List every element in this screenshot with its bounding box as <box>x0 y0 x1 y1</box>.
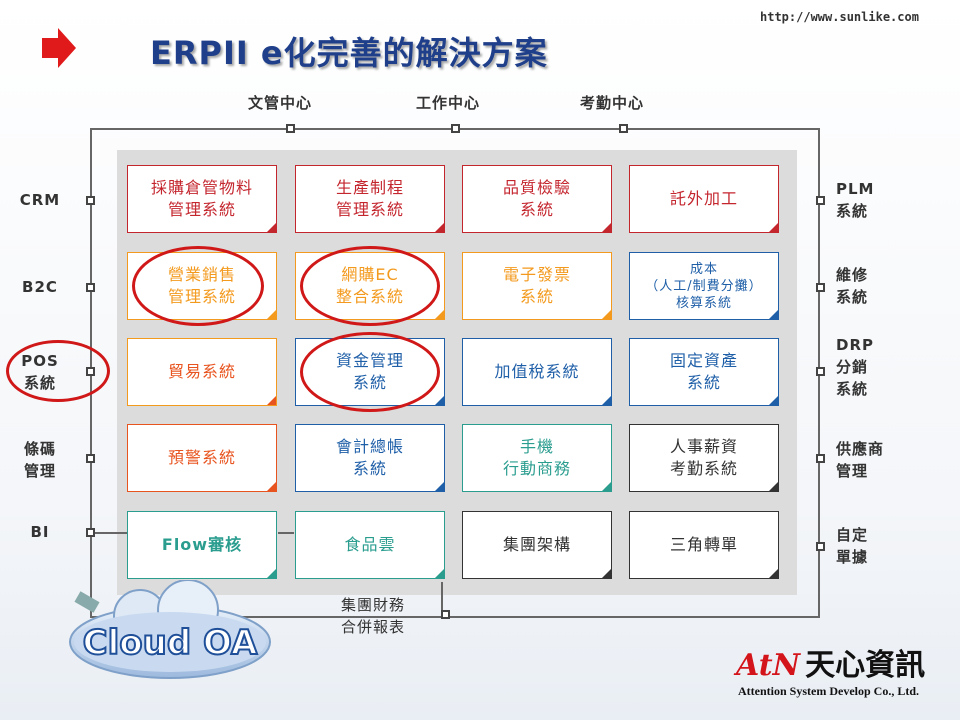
module-box: 電子發票 系統 <box>462 252 612 320</box>
module-label: 採購倉管物料 管理系統 <box>150 178 253 219</box>
connector-node <box>816 542 825 551</box>
connector-node <box>619 124 628 133</box>
module-box: 品質檢驗 系統 <box>462 165 612 233</box>
module-box: 人事薪資 考勤系統 <box>629 424 779 492</box>
module-label: 加值稅系統 <box>494 362 580 381</box>
right-label-supplier: 供應商 管理 <box>836 440 885 480</box>
highlight-ellipse <box>300 246 440 326</box>
connector-line <box>278 532 294 534</box>
company-logo: AtN 天心資訊 <box>736 640 925 684</box>
module-label: 三角轉單 <box>669 535 738 554</box>
module-box: 會計總帳 系統 <box>295 424 445 492</box>
arrow-right-icon <box>42 28 76 68</box>
atn-logo-mark: AtN <box>736 648 801 683</box>
connector-node <box>441 610 450 619</box>
module-box: 貿易系統 <box>127 338 277 406</box>
connector-node <box>86 196 95 205</box>
website-url: http://www.sunlike.com <box>760 10 919 24</box>
highlight-ellipse <box>132 246 264 326</box>
cloud-oa-text: Cloud OA <box>83 623 258 663</box>
connector-node <box>816 196 825 205</box>
top-label-attendance-center: 考勤中心 <box>580 94 645 112</box>
module-box: 託外加工 <box>629 165 779 233</box>
module-label: 集團架構 <box>502 535 571 554</box>
module-label: 食品雲 <box>344 535 396 554</box>
module-box: 手機 行動商務 <box>462 424 612 492</box>
module-label: 預警系統 <box>167 448 236 467</box>
company-name-en: Attention System Develop Co., Ltd. <box>738 684 919 698</box>
left-label-b2c: B2C <box>22 278 58 296</box>
module-box: 集團架構 <box>462 511 612 579</box>
module-box: 固定資產 系統 <box>629 338 779 406</box>
highlight-ellipse <box>6 340 110 402</box>
page-title: ERPII e化完善的解決方案 <box>150 34 548 72</box>
highlight-ellipse <box>300 332 440 412</box>
connector-node <box>86 283 95 292</box>
module-box: Flow審核 <box>127 511 277 579</box>
cloud-oa-logo: Cloud OA <box>69 580 271 679</box>
module-label: Flow審核 <box>161 535 243 554</box>
connector-node <box>816 283 825 292</box>
connector-node <box>451 124 460 133</box>
module-label: 成本 （人工/制費分攤） 核算系統 <box>645 261 763 311</box>
module-label: 品質檢驗 系統 <box>502 178 571 219</box>
module-label: 託外加工 <box>669 189 738 208</box>
module-label: 固定資產 系統 <box>669 351 738 392</box>
module-box: 預警系統 <box>127 424 277 492</box>
left-label-crm: CRM <box>19 191 61 209</box>
module-box: 生產制程 管理系統 <box>295 165 445 233</box>
connector-node <box>816 367 825 376</box>
right-label-custom-forms: 自定 單據 <box>836 526 869 566</box>
bottom-label-group-finance: 集團財務 合併報表 <box>340 596 405 636</box>
left-label-barcode: 條碼 管理 <box>23 440 56 480</box>
left-label-bi: BI <box>30 523 50 541</box>
module-box: 三角轉單 <box>629 511 779 579</box>
module-label: 會計總帳 系統 <box>335 437 404 478</box>
connector-node <box>816 454 825 463</box>
module-box: 成本 （人工/制費分攤） 核算系統 <box>629 252 779 320</box>
right-label-plm: PLM 系統 <box>836 180 875 220</box>
top-label-work-center: 工作中心 <box>416 94 481 112</box>
connector-line <box>441 582 443 614</box>
right-label-drp: DRP 分銷 系統 <box>836 336 874 398</box>
connector-node <box>86 528 95 537</box>
module-label: 生產制程 管理系統 <box>335 178 404 219</box>
module-box: 食品雲 <box>295 511 445 579</box>
company-name: 天心資訊 <box>805 648 926 683</box>
right-label-maintenance: 維修 系統 <box>836 266 869 306</box>
module-label: 貿易系統 <box>167 362 236 381</box>
module-box: 採購倉管物料 管理系統 <box>127 165 277 233</box>
top-label-doc-center: 文管中心 <box>248 94 313 112</box>
module-label: 手機 行動商務 <box>502 437 571 478</box>
connector-line <box>95 532 127 534</box>
module-label: 電子發票 系統 <box>502 265 571 306</box>
module-label: 人事薪資 考勤系統 <box>669 437 738 478</box>
connector-node <box>286 124 295 133</box>
connector-node <box>86 454 95 463</box>
module-box: 加值稅系統 <box>462 338 612 406</box>
